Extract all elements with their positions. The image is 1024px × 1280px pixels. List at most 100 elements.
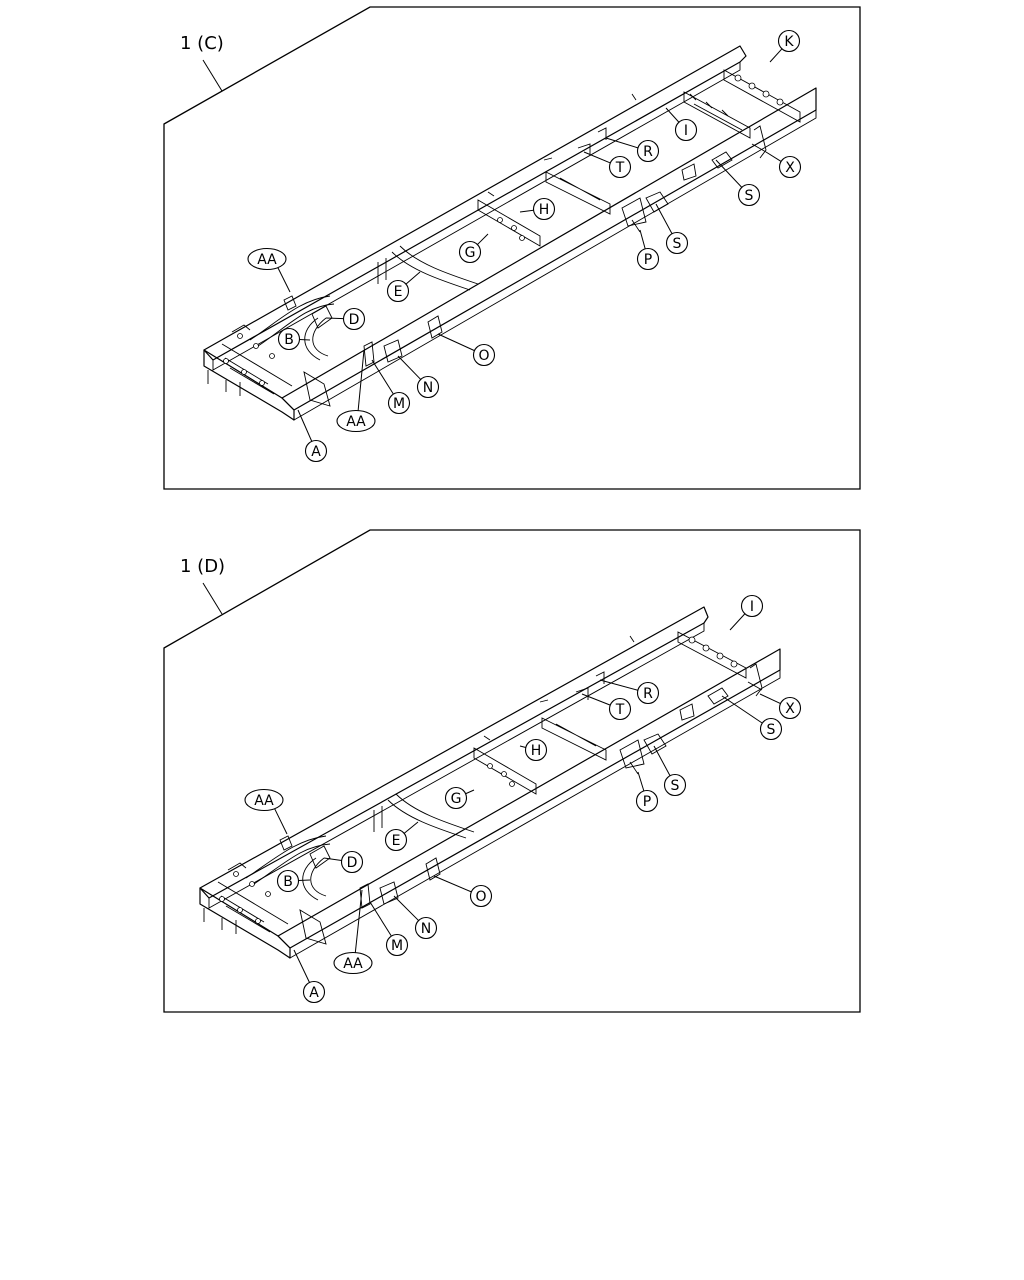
callout-label: M [393,396,405,412]
callout-bubble [663,773,687,797]
callout-leader [639,229,646,250]
callout-leader [403,821,419,834]
callout-label: N [421,921,431,937]
callout-leader [605,137,639,149]
callout-bubble [304,439,328,463]
callout-label: R [643,686,653,702]
callout-label: D [347,855,358,871]
callout-bubble [777,29,801,53]
panel-frame [163,529,861,1013]
panel-1d: 1 (D) [163,529,861,1013]
callout-bubble [444,786,468,810]
callout-label: AA [254,793,274,809]
cross-member-e [373,793,475,839]
callout-bubble [458,240,482,264]
callout-leader [653,745,671,776]
callout-leader [465,789,475,795]
callout-leader [274,808,288,835]
left-side-rail [203,45,747,361]
callout-leader [721,695,763,724]
callout-bubble [737,183,761,207]
callout-label: O [475,889,486,905]
callout-label: A [311,444,321,460]
callout-leader [371,359,394,395]
callout-label: S [671,778,680,794]
callout-label: B [283,874,293,890]
callout-label: E [394,284,403,300]
callout-leader [477,233,489,245]
callout-bubble [532,197,556,221]
callout-leader [729,613,746,631]
callout-bubble [386,279,410,303]
callout-bubble [469,884,493,908]
callout-leader [323,857,342,862]
callout-bubble [340,850,364,874]
cross-member-h [545,171,611,215]
callout-bubble [778,155,802,179]
callout-label: AA [257,252,277,268]
callout-leader [637,771,645,792]
callout-leader [581,693,611,706]
callout-label: B [284,332,294,348]
callout-bubble [342,307,366,331]
callout-leader [357,349,365,411]
callout-leader [297,409,313,442]
callout-label: X [785,701,795,717]
callout-label: G [465,245,476,261]
callout-leader [293,949,310,983]
callout-label: K [784,34,794,50]
callout-bubble [665,231,689,255]
callout-label: O [478,348,489,364]
callout-bubble [384,828,408,852]
callout-leader [325,317,344,320]
callout-bubble [277,327,301,351]
callout-bubble [244,788,284,812]
callout-leader [655,203,673,234]
callout-label: H [539,202,550,218]
callout-leader [519,209,534,213]
callout-leader [759,693,781,705]
cross-member-g [477,199,541,247]
callout-bubble [636,139,660,163]
right-side-rail [281,87,817,411]
callout-label: S [673,236,682,252]
callout-label: G [451,791,462,807]
callout-leader [397,355,422,380]
panel-title-leader [202,59,223,92]
callout-label: A [309,985,319,1001]
callout-label: S [745,188,754,204]
callout-leader [354,889,363,953]
callout-label: R [643,144,653,160]
cross-member-e [377,245,479,291]
callout-label: I [684,123,688,139]
callout-label: I [750,599,754,615]
panel-title-leader [202,582,223,615]
callout-leader [405,271,421,285]
front-cross-member [203,349,295,421]
callout-bubble [524,738,548,762]
panel-frame [163,6,861,490]
callout-leader [298,879,311,882]
callout-leader [299,338,311,341]
callout-bubble [778,696,802,720]
callout-leader [583,151,611,164]
callout-leader [769,48,783,63]
callout-bubble [608,697,632,721]
callout-label: E [392,833,401,849]
callout-bubble [247,247,287,271]
callout-label: N [423,380,433,396]
panel-title: 1 (D) [180,556,225,577]
callout-bubble [333,951,373,975]
callout-leader [519,745,526,748]
callout-bubble [636,681,660,705]
cross-member-h [541,717,607,761]
callout-label: S [767,722,776,738]
callout-bubble [385,933,409,957]
callout-bubble [336,409,376,433]
callout-bubble [416,375,440,399]
callout-leader [369,901,392,937]
callout-bubble [635,789,659,813]
callout-label: AA [343,956,363,972]
